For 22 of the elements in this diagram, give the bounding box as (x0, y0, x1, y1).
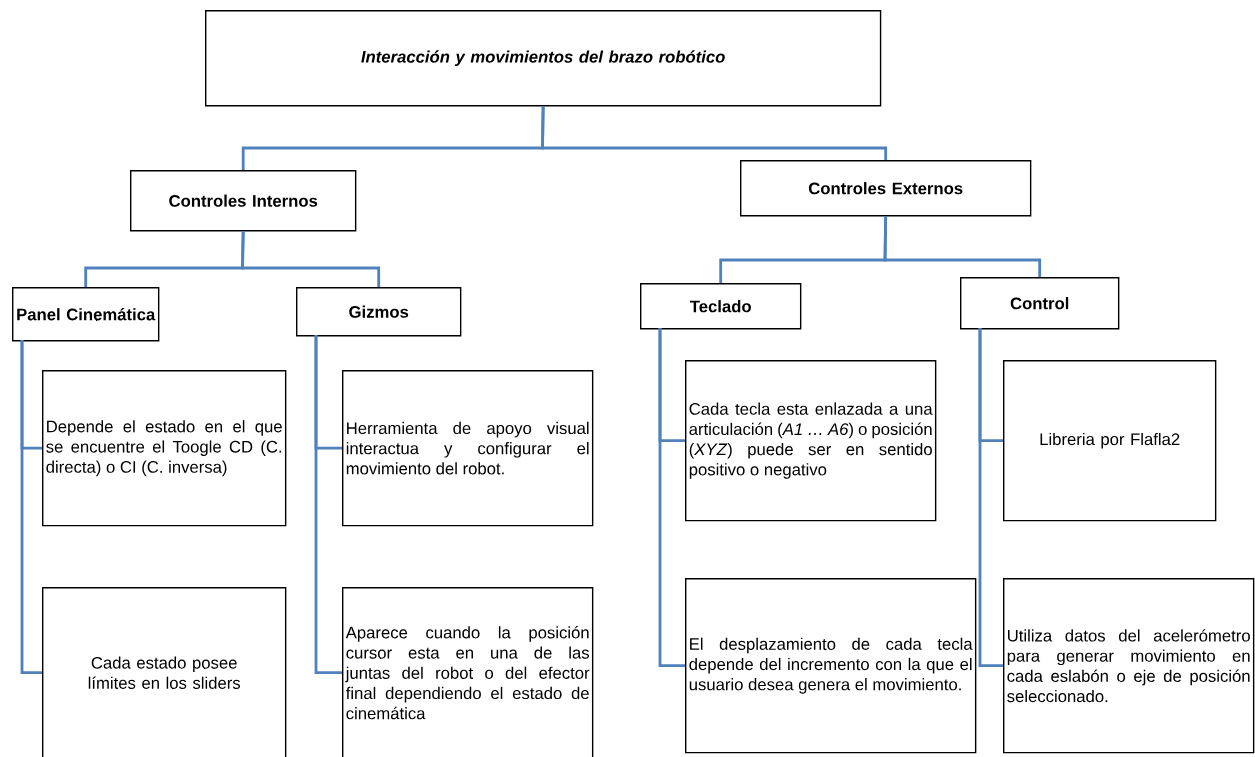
description-box: El desplazamiento de cada tecla depende del incremento con la que el usuario desea genera el movimiento. (685, 578, 977, 754)
connector-line (241, 231, 381, 287)
description-box: Libreria por Flafla2 (1003, 360, 1217, 522)
description-box: Aparece cuando la posición cursor esta en una de las juntas del robot o del efector final dependiendo el estado de cinemática (342, 587, 594, 757)
connector-line (883, 216, 1042, 277)
category-box: Control (960, 277, 1120, 330)
connector-line (314, 335, 342, 675)
connector-line (658, 328, 685, 668)
connector-line (978, 328, 1003, 668)
title-box: Interacción y movimientos del brazo robótico (205, 10, 882, 107)
description-box: Utiliza datos del acelerómetro para generar movimiento en cada eslabón o eje de posición seleccionado. (1003, 578, 1255, 754)
category-box: Controles Externos (740, 160, 1032, 217)
category-box: Controles Internos (130, 170, 357, 232)
category-box: Gizmos (296, 287, 462, 337)
category-box: Panel Cinemática (12, 287, 160, 342)
description-box: Cada estado posee límites en los sliders (42, 587, 287, 757)
description-box: Depende el estado en el que se encuentre el Toogle CD (C. directa) o CI (C. inversa) (42, 370, 287, 527)
category-box: Teclado (640, 283, 802, 330)
connector-line (20, 340, 42, 675)
connector-line (541, 106, 888, 160)
description-box: Cada tecla esta enlazada a una articulación (A1 … A6) o posición (XYZ) puede ser en sentido positivo o negativo (685, 360, 937, 522)
description-box: Herramienta de apoyo visual interactua y configurar el movimiento del robot. (342, 370, 594, 527)
